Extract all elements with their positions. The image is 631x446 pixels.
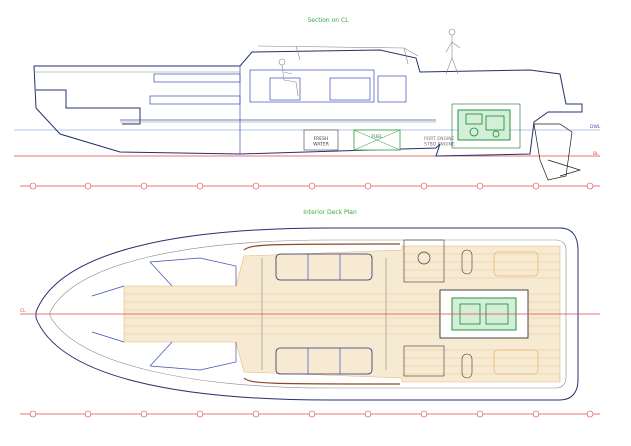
station-marker	[586, 410, 594, 418]
station-marker	[532, 410, 540, 418]
helm-console	[377, 75, 407, 103]
fuel-label: FUEL	[371, 134, 383, 140]
hardtop-posts	[295, 45, 409, 65]
station-marker	[140, 182, 148, 190]
plan-hull-outline	[35, 227, 579, 401]
plan-view: CL	[20, 227, 600, 401]
section-station-ruler	[20, 182, 600, 190]
forward-settees	[149, 257, 237, 371]
cabin-trim	[243, 243, 401, 385]
fender-starboard	[461, 353, 473, 379]
saloon-volume	[249, 69, 375, 103]
station-marker	[29, 410, 37, 418]
station-marker	[29, 182, 37, 190]
aft-seat-starboard	[493, 349, 539, 375]
forward-settee	[149, 95, 241, 105]
bl-label: BL	[593, 151, 599, 157]
forward-berth	[153, 73, 241, 83]
station-marker	[140, 410, 148, 418]
dwl-label: DWL	[590, 124, 601, 130]
station-marker	[586, 182, 594, 190]
fresh-water-tank	[303, 129, 339, 151]
station-marker	[420, 410, 428, 418]
companion-seat	[403, 345, 445, 377]
saloon-seat-2	[329, 77, 371, 101]
hull-profile	[33, 49, 583, 157]
steering-wheel-icon	[417, 251, 431, 265]
station-marker	[196, 410, 204, 418]
station-marker	[532, 182, 540, 190]
bow-chine	[36, 89, 141, 125]
plan-gunwale	[49, 239, 567, 389]
propeller	[547, 159, 582, 177]
outdrive	[533, 123, 573, 181]
saloon-seat-port	[275, 253, 373, 281]
station-marker	[420, 182, 428, 190]
station-marker	[476, 182, 484, 190]
section-title: Section on CL	[307, 17, 349, 24]
station-marker	[364, 182, 372, 190]
station-marker	[308, 410, 316, 418]
station-marker	[84, 182, 92, 190]
plan-title: Interior Deck Plan	[303, 209, 357, 216]
station-marker	[84, 410, 92, 418]
fender-port	[461, 249, 473, 275]
saloon-seat-starboard	[275, 347, 373, 375]
station-marker	[308, 182, 316, 190]
station-marker	[196, 182, 204, 190]
helm-station	[403, 239, 445, 283]
station-marker	[252, 410, 260, 418]
standing-figure-helm	[445, 28, 461, 75]
station-marker	[252, 182, 260, 190]
engine-block	[457, 109, 511, 141]
engine-room	[451, 103, 521, 149]
station-marker	[476, 410, 484, 418]
seated-figure-saloon	[278, 58, 299, 97]
aft-seat-port	[493, 251, 539, 277]
saloon-seat-1	[269, 77, 301, 101]
plan-station-ruler	[20, 410, 600, 418]
station-marker	[364, 410, 372, 418]
cl-label: CL	[20, 308, 26, 314]
